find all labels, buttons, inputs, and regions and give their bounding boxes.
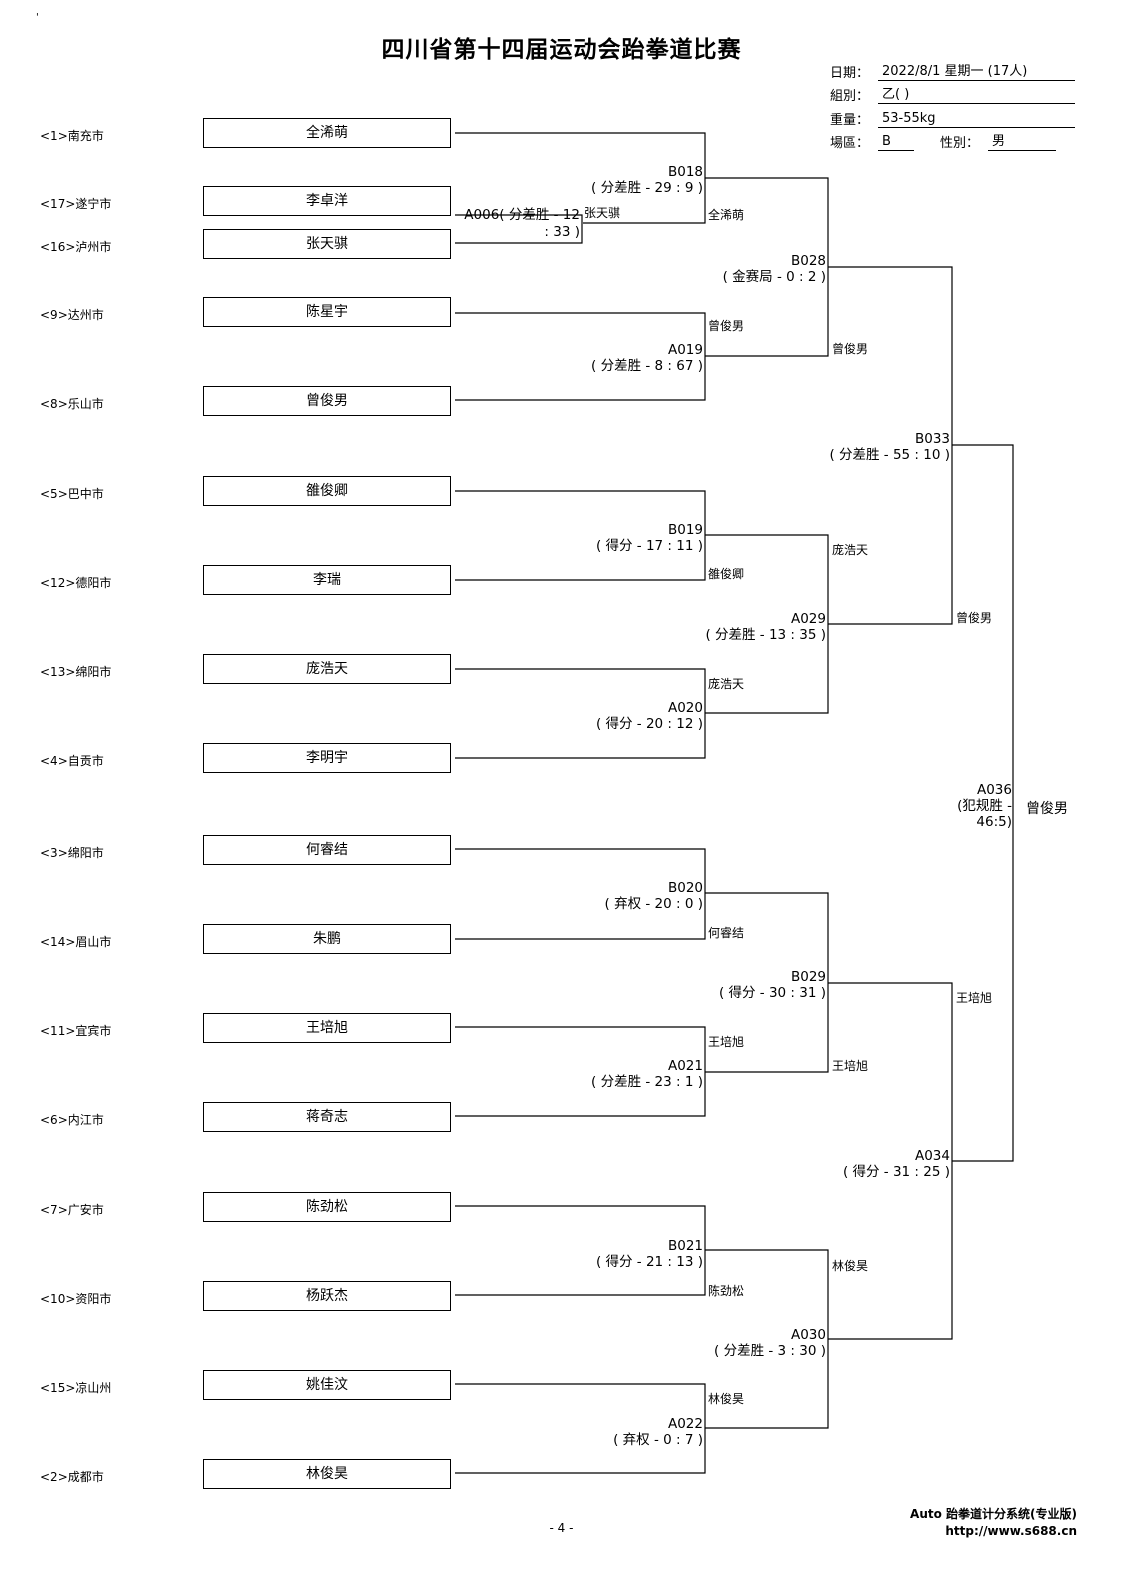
match-result: 46:5) xyxy=(976,814,1012,830)
seed-label: <17>遂宁市 xyxy=(40,197,112,211)
software-url: http://www.s688.cn xyxy=(945,1524,1077,1538)
page-title: 四川省第十四届运动会跆拳道比赛 xyxy=(381,37,742,63)
corner-mark: ' xyxy=(36,12,39,23)
seed-label: <15>凉山州 xyxy=(40,1381,112,1395)
seed-label: <14>眉山市 xyxy=(40,935,112,949)
match-code: B018 xyxy=(667,164,703,180)
match-result: A006( 分差胜 - 12 xyxy=(464,207,580,223)
match-result: ( 分差胜 - 13 : 35 ) xyxy=(705,627,826,643)
seed-label: <12>德阳市 xyxy=(40,576,112,590)
match-winner: 王培旭 xyxy=(956,991,993,1005)
match-code: B020 xyxy=(667,880,703,896)
seed-label: <9>达州市 xyxy=(40,308,104,322)
weight-label: 重量： xyxy=(830,113,870,128)
match-result: ( 弃权 - 0 : 7 ) xyxy=(613,1432,703,1448)
software-name: Auto 跆拳道计分系统(专业版) xyxy=(910,1507,1077,1521)
player-box: 李明宇 xyxy=(203,743,451,773)
date-value: 2022/8/1 星期一 (17人) xyxy=(878,64,1075,81)
match-result: (犯规胜 - xyxy=(957,798,1012,814)
match-code: B028 xyxy=(790,253,826,269)
match-result: ( 分差胜 - 29 : 9 ) xyxy=(591,180,703,196)
seed-label: <3>绵阳市 xyxy=(40,846,104,860)
match-winner: 王培旭 xyxy=(708,1035,745,1049)
match-winner: 林俊昊 xyxy=(832,1259,869,1273)
match-winner: 曾俊男 xyxy=(956,611,993,625)
player-box: 雒俊卿 xyxy=(203,476,451,506)
area-label: 場區： xyxy=(830,136,870,151)
match-code: B033 xyxy=(914,431,950,447)
player-box: 姚佳汶 xyxy=(203,1370,451,1400)
weight-value: 53-55kg xyxy=(878,111,1075,128)
champion-name: 曾俊男 xyxy=(1026,801,1068,817)
page-number: - 4 - xyxy=(549,1521,574,1535)
seed-label: <1>南充市 xyxy=(40,129,104,143)
match-winner: 陈劲松 xyxy=(708,1284,745,1298)
match-result: ( 得分 - 30 : 31 ) xyxy=(718,985,826,1001)
match-result: ( 分差胜 - 55 : 10 ) xyxy=(829,447,950,463)
seed-label: <7>广安市 xyxy=(40,1203,104,1217)
player-box: 何睿结 xyxy=(203,835,451,865)
match-winner: 王培旭 xyxy=(832,1059,869,1073)
match-winner: 曾俊男 xyxy=(832,342,869,356)
match-result: ( 金赛局 - 0 : 2 ) xyxy=(722,269,826,285)
player-box: 林俊昊 xyxy=(203,1459,451,1489)
player-box: 庞浩天 xyxy=(203,654,451,684)
player-box: 李瑞 xyxy=(203,565,451,595)
seed-label: <6>内江市 xyxy=(40,1113,104,1127)
seed-label: <5>巴中市 xyxy=(40,487,104,501)
match-code: A036 xyxy=(976,782,1012,798)
group-label: 組別： xyxy=(830,89,870,104)
seed-label: <2>成都市 xyxy=(40,1470,104,1484)
player-box: 曾俊男 xyxy=(203,386,451,416)
match-result: ( 得分 - 21 : 13 ) xyxy=(595,1254,703,1270)
match-result: ( 得分 - 17 : 11 ) xyxy=(595,538,703,554)
match-code: A020 xyxy=(667,700,703,716)
match-code: A021 xyxy=(667,1058,703,1074)
match-code: B019 xyxy=(667,522,703,538)
seed-label: <4>自贡市 xyxy=(40,754,104,768)
match-winner: 庞浩天 xyxy=(832,543,869,557)
group-value: 乙( ) xyxy=(878,87,1075,104)
player-box: 李卓洋 xyxy=(203,186,451,216)
player-box: 全浠萌 xyxy=(203,118,451,148)
player-box: 朱鹏 xyxy=(203,924,451,954)
match-winner: 张天骐 xyxy=(584,206,621,220)
seed-label: <13>绵阳市 xyxy=(40,665,112,679)
player-box: 杨跃杰 xyxy=(203,1281,451,1311)
player-box: 蒋奇志 xyxy=(203,1102,451,1132)
seed-label: <10>资阳市 xyxy=(40,1292,112,1306)
match-winner: 林俊昊 xyxy=(708,1392,745,1406)
match-code: A029 xyxy=(790,611,826,627)
player-box: 王培旭 xyxy=(203,1013,451,1043)
match-code: A034 xyxy=(914,1148,950,1164)
seed-label: <11>宜宾市 xyxy=(40,1024,112,1038)
match-winner: 庞浩天 xyxy=(708,677,745,691)
match-winner: 曾俊男 xyxy=(708,319,745,333)
match-winner: 何睿结 xyxy=(708,926,745,940)
player-box: 陈星宇 xyxy=(203,297,451,327)
match-winner: 雒俊卿 xyxy=(708,567,745,581)
match-code: A030 xyxy=(790,1327,826,1343)
match-result: : 33 ) xyxy=(544,224,580,240)
match-result: ( 分差胜 - 8 : 67 ) xyxy=(591,358,703,374)
match-code: B021 xyxy=(667,1238,703,1254)
gender-value: 男 xyxy=(988,134,1056,151)
player-box: 张天骐 xyxy=(203,229,451,259)
seed-label: <8>乐山市 xyxy=(40,397,104,411)
match-result: ( 得分 - 20 : 12 ) xyxy=(595,716,703,732)
match-code: A022 xyxy=(667,1416,703,1432)
match-winner: 全浠萌 xyxy=(708,208,745,222)
match-result: ( 分差胜 - 23 : 1 ) xyxy=(591,1074,703,1090)
area-value: B xyxy=(878,134,914,151)
date-label: 日期： xyxy=(830,66,870,81)
match-code: A019 xyxy=(667,342,703,358)
player-box: 陈劲松 xyxy=(203,1192,451,1222)
match-code: B029 xyxy=(790,969,826,985)
match-result: ( 分差胜 - 3 : 30 ) xyxy=(714,1343,826,1359)
seed-label: <16>泸州市 xyxy=(40,240,112,254)
match-result: ( 得分 - 31 : 25 ) xyxy=(842,1164,950,1180)
match-result: ( 弃权 - 20 : 0 ) xyxy=(604,896,703,912)
gender-label: 性別： xyxy=(940,136,980,151)
